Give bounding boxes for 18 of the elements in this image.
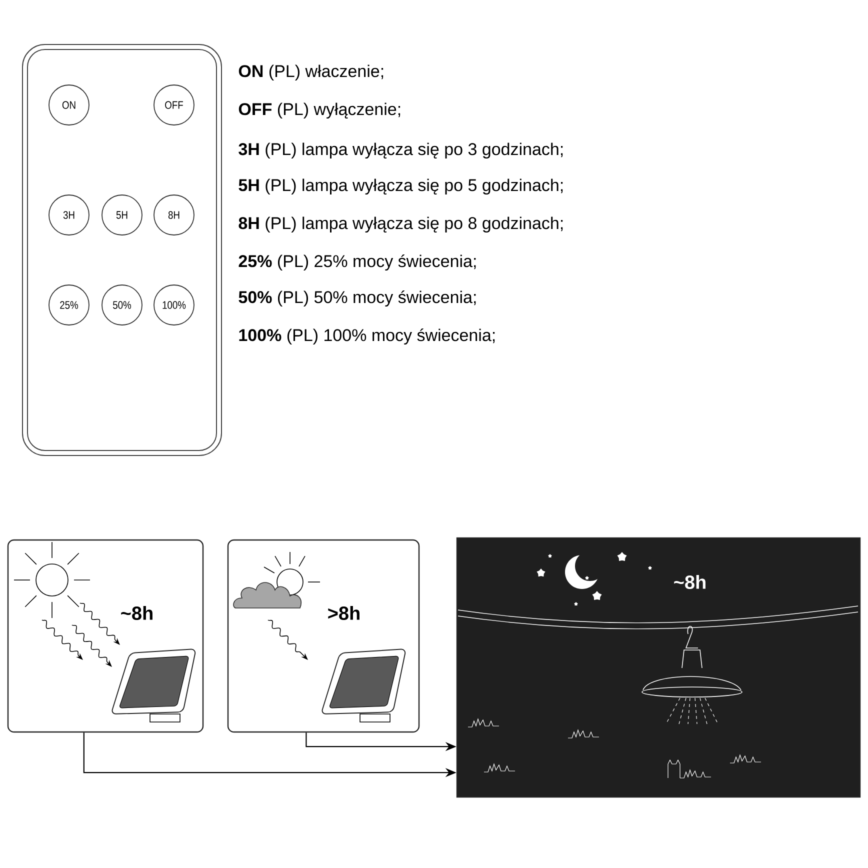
legend-line: 5H (PL) lampa wyłącza się po 5 godzinach; <box>238 178 563 195</box>
legend-line: OFF (PL) wyłączenie; <box>238 102 400 119</box>
round-button: 50% <box>102 284 142 326</box>
round-button: 3H <box>48 194 90 236</box>
legend-line: 8H (PL) lampa wyłącza się po 8 godzinach; <box>238 216 563 233</box>
round-button: 25% <box>48 284 90 326</box>
legend-line: 3H (PL) lampa wyłącza się po 3 godzinach; <box>238 142 563 159</box>
round-button: 100% <box>154 284 194 326</box>
legend-line: 100% (PL) 100% mocy świecenia; <box>239 328 495 345</box>
round-button: OFF <box>154 84 194 126</box>
legend-line: 25% (PL) 25% mocy świecenia; <box>238 254 476 271</box>
remote-control-outline <box>22 44 222 456</box>
round-button: 8H <box>154 194 194 236</box>
legend-line: ON (PL) właczenie; <box>238 64 384 81</box>
night-scene-panel: ~8h <box>456 537 861 798</box>
round-button: 5H <box>102 194 142 236</box>
legend-line: 50% (PL) 50% mocy świecenia; <box>238 290 476 307</box>
round-button: ON <box>48 84 90 126</box>
